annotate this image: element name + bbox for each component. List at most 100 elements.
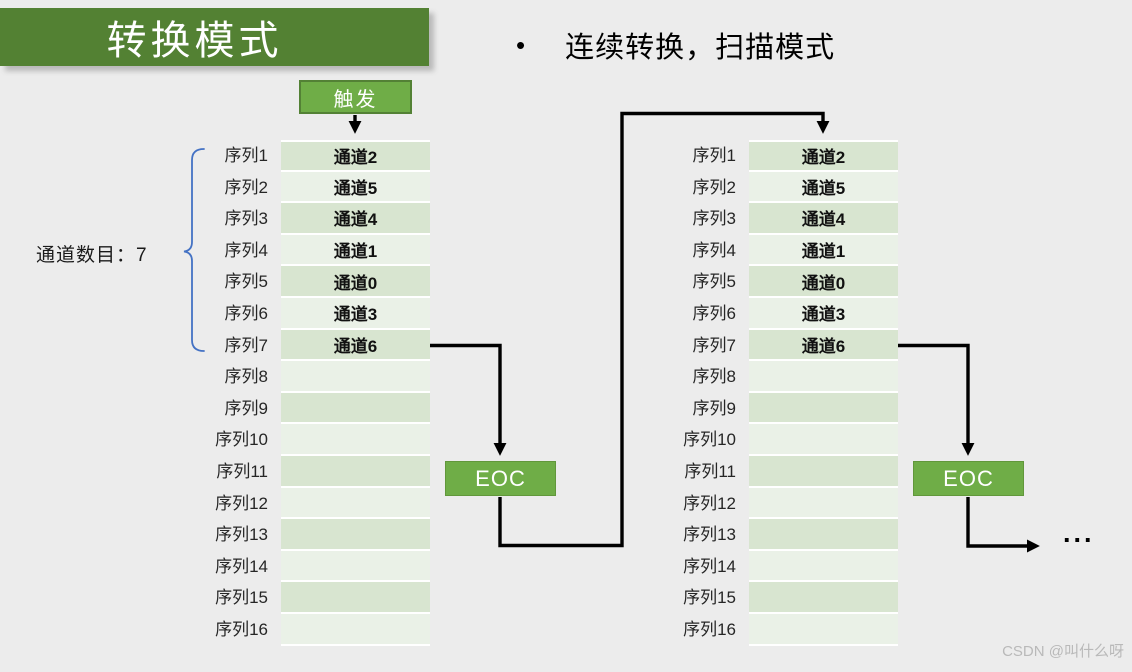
- table-row: 序列1 通道2: [180, 140, 430, 172]
- sequence-label: 序列11: [684, 461, 736, 481]
- table-row: 序列6 通道3: [648, 297, 898, 330]
- table-row: 序列14: [648, 550, 898, 583]
- sequence-label: 序列15: [215, 588, 268, 608]
- bullet-line: • 连续转换，扫描模式: [516, 24, 835, 66]
- sequence-label: 序列11: [216, 461, 268, 481]
- channel-cell: [281, 613, 430, 646]
- sequence-label: 序列10: [215, 430, 268, 450]
- channel-cell: [749, 392, 898, 425]
- table-row: 序列11: [180, 455, 430, 488]
- table-row: 序列4 通道1: [180, 234, 430, 267]
- table-row: 序列2 通道5: [648, 171, 898, 204]
- sequence-label: 序列6: [224, 303, 268, 323]
- channel-cell: [749, 455, 898, 488]
- table-row: 序列1 通道2: [648, 140, 898, 172]
- table-row: 序列6 通道3: [180, 297, 430, 330]
- sequence-label: 序列6: [692, 303, 736, 323]
- channel-cell: 通道0: [749, 266, 898, 298]
- sequence-label: 序列16: [683, 619, 736, 639]
- sequence-label: 序列4: [224, 240, 268, 260]
- sequence-label: 序列3: [224, 209, 268, 229]
- sequence-label: 序列1: [692, 146, 736, 165]
- channel-cell: 通道5: [749, 171, 898, 204]
- channel-cell: [281, 487, 430, 520]
- channel-cell: 通道4: [749, 203, 898, 235]
- table-row: 序列11: [648, 455, 898, 488]
- channel-cell: 通道3: [749, 297, 898, 330]
- channel-cell: 通道3: [281, 297, 430, 330]
- table-row: 序列12: [180, 487, 430, 520]
- sequence-label: 序列5: [224, 272, 268, 292]
- continuation-ellipsis: ...: [1063, 518, 1095, 548]
- arrow-row7-to-eoc-right: [898, 343, 975, 456]
- channel-cell: [749, 361, 898, 393]
- arrow-eoc-right-to-ellipsis: [966, 497, 1040, 553]
- table-row: 序列9: [180, 392, 430, 425]
- channel-cell: 通道5: [281, 171, 430, 204]
- table-row: 序列10: [180, 424, 430, 456]
- table-row: 序列14: [180, 550, 430, 583]
- bullet-icon: •: [516, 29, 526, 60]
- watermark-text: CSDN @叫什么呀: [1002, 643, 1124, 660]
- channel-count-label: 通道数目：7: [36, 245, 148, 266]
- table-row: 序列5 通道0: [648, 266, 898, 298]
- channel-cell: [281, 455, 430, 488]
- channel-cell: 通道1: [281, 234, 430, 267]
- channel-cell: 通道2: [749, 140, 898, 172]
- channel-cell: 通道6: [749, 329, 898, 362]
- sequence-label: 序列1: [224, 146, 268, 165]
- table-row: 序列3 通道4: [648, 203, 898, 235]
- sequence-label: 序列2: [692, 177, 736, 197]
- channel-cell: 通道0: [281, 266, 430, 298]
- channel-cell: 通道2: [281, 140, 430, 172]
- sequence-label: 序列2: [224, 177, 268, 197]
- sequence-label: 序列14: [683, 556, 736, 576]
- sequence-label: 序列12: [683, 493, 736, 513]
- table-row: 序列5 通道0: [180, 266, 430, 298]
- sequence-label: 序列8: [692, 367, 736, 387]
- table-row: 序列13: [180, 519, 430, 551]
- sequence-label: 序列16: [215, 619, 268, 639]
- bullet-text: 连续转换，扫描模式: [565, 32, 836, 64]
- channel-cell: [749, 613, 898, 646]
- table-row: 序列7 通道6: [180, 329, 430, 362]
- table-row: 序列12: [648, 487, 898, 520]
- sequence-label: 序列9: [692, 398, 736, 418]
- slide-title: 转换模式: [106, 19, 283, 63]
- eoc-box-right: EOC: [913, 461, 1024, 496]
- channel-cell: [281, 361, 430, 393]
- channel-cell: [749, 487, 898, 520]
- channel-cell: 通道6: [281, 329, 430, 362]
- sequence-label: 序列12: [215, 493, 268, 513]
- channel-cell: 通道1: [749, 234, 898, 267]
- channel-cell: [749, 550, 898, 583]
- sequence-label: 序列7: [224, 335, 268, 355]
- channel-cell: [281, 392, 430, 425]
- channel-cell: [749, 424, 898, 456]
- table-row: 序列8: [648, 361, 898, 393]
- channel-cell: [749, 582, 898, 614]
- sequence-label: 序列15: [683, 588, 736, 608]
- table-row: 序列16: [648, 613, 898, 646]
- table-row: 序列10: [648, 424, 898, 456]
- table-row: 序列15: [180, 582, 430, 614]
- channel-cell: [281, 519, 430, 551]
- table-row: 序列15: [648, 582, 898, 614]
- sequence-label: 序列13: [683, 525, 736, 545]
- table-row: 序列2 通道5: [180, 171, 430, 204]
- table-row: 序列13: [648, 519, 898, 551]
- arrow-row7-to-eoc-left: [430, 343, 507, 456]
- channel-cell: [749, 519, 898, 551]
- trigger-box: 触发: [299, 80, 412, 114]
- sequence-label: 序列5: [692, 272, 736, 292]
- sequence-label: 序列3: [692, 209, 736, 229]
- eoc-box-left: EOC: [445, 461, 556, 496]
- sequence-label: 序列9: [224, 398, 268, 418]
- table-row: 序列16: [180, 613, 430, 646]
